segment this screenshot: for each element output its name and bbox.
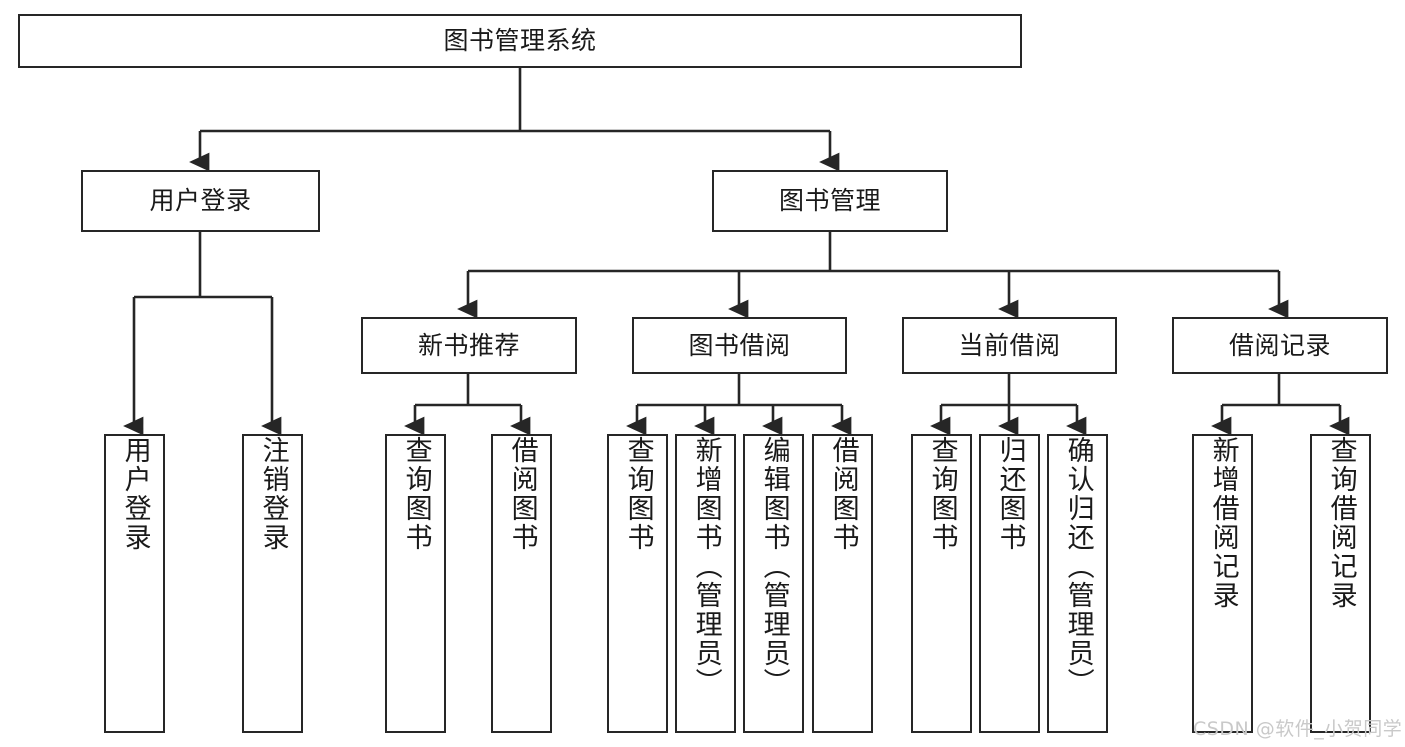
- leaf-user-login-label: 用户登录: [119, 436, 151, 552]
- node-root-label: 图书管理系统: [443, 26, 597, 56]
- leaf-logout-label: 注销登录: [257, 436, 289, 552]
- node-borrowing-record-label: 借阅记录: [1228, 330, 1331, 360]
- node-user-login-label: 用户登录: [149, 186, 252, 216]
- leaf-return-book[interactable]: 归还图书: [979, 434, 1040, 733]
- leaf-edit-book-admin[interactable]: 编辑图书（管理员）: [743, 434, 804, 733]
- leaf-add-book-admin[interactable]: 新增图书（管理员）: [675, 434, 736, 733]
- node-book-management[interactable]: 图书管理: [712, 170, 948, 232]
- leaf-confirm-return-admin-label: 确认归还（管理员）: [1062, 436, 1094, 697]
- leaf-borrow-book-newbook[interactable]: 借阅图书: [491, 434, 552, 733]
- leaf-query-book-newbook-label: 查询图书: [400, 436, 432, 552]
- leaf-query-book-borrowing[interactable]: 查询图书: [607, 434, 668, 733]
- leaf-add-book-admin-label: 新增图书（管理员）: [690, 436, 722, 697]
- csdn-watermark: CSDN @软件_小贺同学: [1193, 718, 1403, 740]
- leaf-query-book-current[interactable]: 查询图书: [911, 434, 972, 733]
- node-current-borrowing[interactable]: 当前借阅: [902, 317, 1117, 374]
- leaf-add-borrow-record-label: 新增借阅记录: [1207, 436, 1239, 610]
- leaf-logout[interactable]: 注销登录: [242, 434, 303, 733]
- node-book-management-label: 图书管理: [778, 186, 881, 216]
- leaf-edit-book-admin-label: 编辑图书（管理员）: [758, 436, 790, 697]
- node-current-borrowing-label: 当前借阅: [958, 330, 1061, 360]
- node-new-book-recommendation-label: 新书推荐: [417, 330, 520, 360]
- node-borrowing-record[interactable]: 借阅记录: [1172, 317, 1388, 374]
- leaf-query-book-borrowing-label: 查询图书: [622, 436, 654, 552]
- leaf-query-borrow-record-label: 查询借阅记录: [1325, 436, 1357, 610]
- leaf-borrow-book-borrowing[interactable]: 借阅图书: [812, 434, 873, 733]
- leaf-query-book-newbook[interactable]: 查询图书: [385, 434, 446, 733]
- leaf-add-borrow-record[interactable]: 新增借阅记录: [1192, 434, 1253, 733]
- leaf-borrow-book-borrowing-label: 借阅图书: [827, 436, 859, 552]
- node-book-borrowing-label: 图书借阅: [688, 330, 791, 360]
- leaf-confirm-return-admin[interactable]: 确认归还（管理员）: [1047, 434, 1108, 733]
- leaf-query-book-current-label: 查询图书: [926, 436, 958, 552]
- node-new-book-recommendation[interactable]: 新书推荐: [361, 317, 577, 374]
- leaf-borrow-book-newbook-label: 借阅图书: [506, 436, 538, 552]
- leaf-query-borrow-record[interactable]: 查询借阅记录: [1310, 434, 1371, 733]
- leaf-user-login[interactable]: 用户登录: [104, 434, 165, 733]
- node-user-login[interactable]: 用户登录: [81, 170, 320, 232]
- leaf-return-book-label: 归还图书: [994, 436, 1026, 552]
- node-root-book-management-system[interactable]: 图书管理系统: [18, 14, 1022, 68]
- node-book-borrowing[interactable]: 图书借阅: [632, 317, 847, 374]
